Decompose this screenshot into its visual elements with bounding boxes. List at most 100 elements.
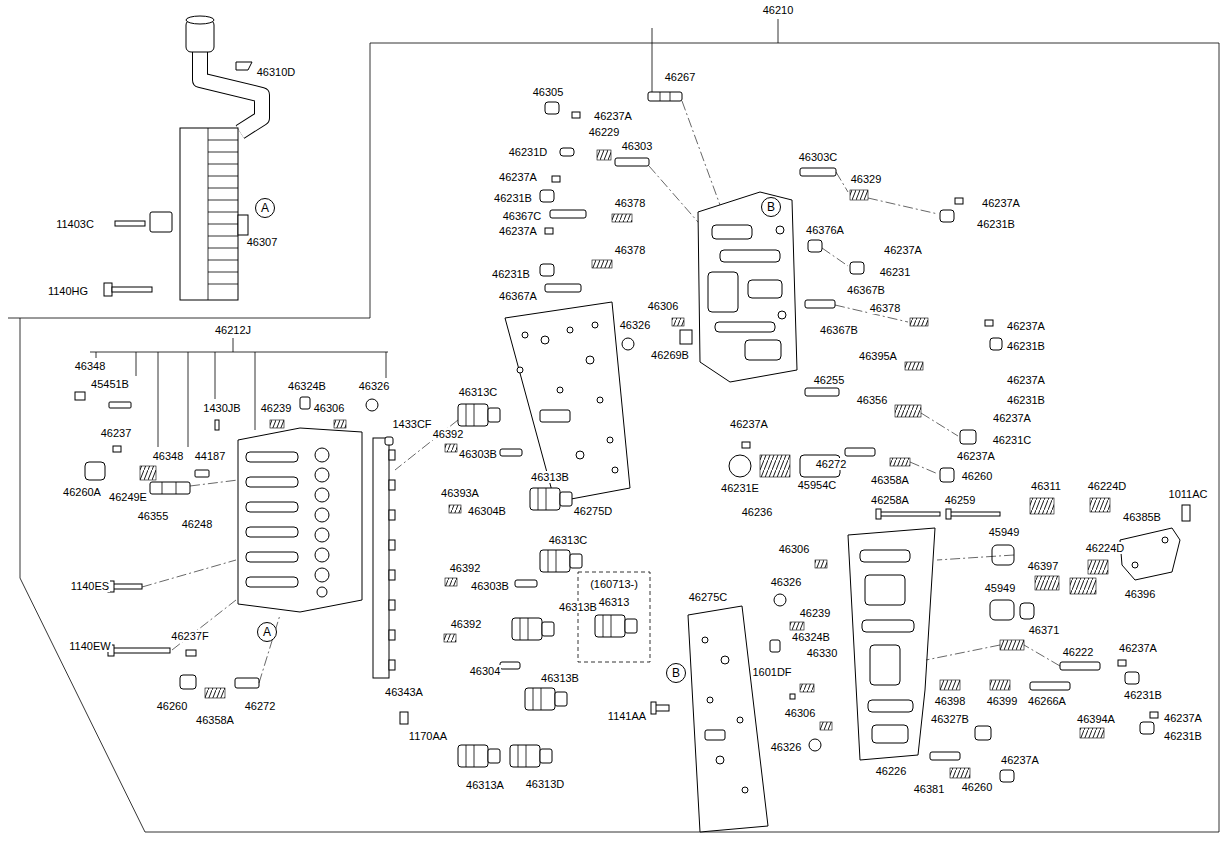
callout-number: 46272 xyxy=(815,458,848,470)
reference-circle: A xyxy=(257,622,277,642)
callout-number: 46311 xyxy=(1030,480,1062,492)
callout-number: 46306 xyxy=(647,300,680,312)
reference-circle: A xyxy=(255,198,275,218)
callout-number: 46307 xyxy=(246,236,279,248)
callout-number: 46231B xyxy=(491,268,531,280)
callout-number: 46355 xyxy=(137,510,170,522)
callout-number: 45954C xyxy=(797,479,838,491)
callout-number: 46269B xyxy=(650,349,690,361)
solenoid-valves xyxy=(444,404,669,767)
callout-number: 46210 xyxy=(762,4,795,16)
callout-number: 1140EW xyxy=(68,640,111,652)
callout-number: 46260 xyxy=(156,700,189,712)
callout-number: 46399 xyxy=(986,695,1019,707)
callout-number: 46392 xyxy=(449,562,482,574)
callout-number: 46222 xyxy=(1062,646,1095,658)
callout-number: 46237A xyxy=(981,197,1021,209)
callout-number: 46393A xyxy=(440,487,480,499)
inset-frame xyxy=(8,318,20,319)
callout-number: 46367A xyxy=(498,290,538,302)
callout-number: 46231B xyxy=(1006,340,1046,352)
group-frame xyxy=(20,43,1219,832)
callout-number: 46392 xyxy=(432,428,465,440)
callout-number: 46371 xyxy=(1028,624,1061,636)
callout-number: 46330 xyxy=(806,647,839,659)
callout-number: 46255 xyxy=(813,374,846,386)
callout-number: 46313A xyxy=(465,779,505,791)
callout-number: 46304 xyxy=(469,665,502,677)
callout-number: 46306 xyxy=(313,402,346,414)
callout-number: 46313 xyxy=(598,596,631,608)
callout-number: 1170AA xyxy=(408,730,448,742)
callout-number: 46237A xyxy=(1000,754,1040,766)
callout-number: 46367C xyxy=(502,210,543,222)
upper-valve-body xyxy=(622,192,797,382)
callout-number: 46260 xyxy=(961,781,994,793)
callout-number: 46376A xyxy=(805,224,845,236)
callout-number: 46303B xyxy=(470,580,510,592)
callout-number: 46324B xyxy=(287,380,327,392)
callout-number: 46397 xyxy=(1027,560,1060,572)
callout-number: 46231B xyxy=(493,192,533,204)
callout-number: 46313C xyxy=(458,386,499,398)
callout-number: 46358A xyxy=(870,474,910,486)
callout-number: 46303B xyxy=(458,448,498,460)
callout-number: 46324B xyxy=(791,631,831,643)
callout-number: 46378 xyxy=(614,197,647,209)
callout-number: 46303 xyxy=(621,140,654,152)
callout-number: 46272 xyxy=(244,700,277,712)
callout-number: 46224D xyxy=(1087,480,1128,492)
callout-number: 46275C xyxy=(688,591,729,603)
callout-number: 46326 xyxy=(770,741,803,753)
callout-number: 46356 xyxy=(856,394,889,406)
callout-number: 46231B xyxy=(976,218,1016,230)
callout-number: 46329 xyxy=(850,173,883,185)
callout-number: 46226 xyxy=(875,765,908,777)
reference-circle: B xyxy=(761,197,781,217)
callout-number: 46231B xyxy=(1006,394,1046,406)
leader-line xyxy=(778,19,779,43)
callout-number: 46394A xyxy=(1076,713,1116,725)
callout-number: 46237A xyxy=(593,110,633,122)
callout-number: (160713-) xyxy=(589,578,639,590)
callout-number: 46231B xyxy=(1123,689,1163,701)
reference-letter: B xyxy=(767,201,775,213)
callout-number: 46249E xyxy=(108,491,148,503)
callout-number: 46306 xyxy=(778,543,811,555)
reference-letter: A xyxy=(261,202,269,214)
valve-parts-right xyxy=(800,168,1002,482)
callout-number: 46237F xyxy=(170,630,209,642)
callout-number: 46266A xyxy=(1027,695,1067,707)
callout-number: 46395A xyxy=(858,350,898,362)
callout-number: 46348 xyxy=(152,450,185,462)
callout-number: 46275D xyxy=(573,505,614,517)
callout-number: 46381 xyxy=(913,783,946,795)
callout-number: 46305 xyxy=(532,86,565,98)
callout-number: 1141AA xyxy=(607,710,647,722)
separator-plate xyxy=(505,302,630,502)
callout-number: 46327B xyxy=(930,713,970,725)
callout-number: 46385B xyxy=(1122,511,1162,523)
callout-number: 46237A xyxy=(729,418,769,430)
callout-number: 46313C xyxy=(548,534,589,546)
valve-parts-upper xyxy=(540,28,720,292)
callout-number: 46310D xyxy=(256,66,297,78)
callout-number: 46237A xyxy=(1163,712,1203,724)
lower-valve-body xyxy=(238,428,408,724)
callout-number: 46224D xyxy=(1085,542,1126,554)
callout-number: 46231E xyxy=(720,482,760,494)
callout-number: 46304B xyxy=(467,505,507,517)
callout-number: 46248 xyxy=(181,518,214,530)
callout-number: 46313B xyxy=(558,601,598,613)
callout-number: 46229 xyxy=(588,126,621,138)
callout-number: 46237A xyxy=(498,171,538,183)
callout-number: 45451B xyxy=(90,378,130,390)
callout-number: 46313B xyxy=(530,471,570,483)
callout-number: 46260 xyxy=(961,470,994,482)
callout-number: 46239 xyxy=(799,607,832,619)
callout-number: 46239 xyxy=(260,402,293,414)
callout-number: 46398 xyxy=(934,695,967,707)
callout-number: 46378 xyxy=(869,302,902,314)
callout-number: 45949 xyxy=(988,526,1021,538)
